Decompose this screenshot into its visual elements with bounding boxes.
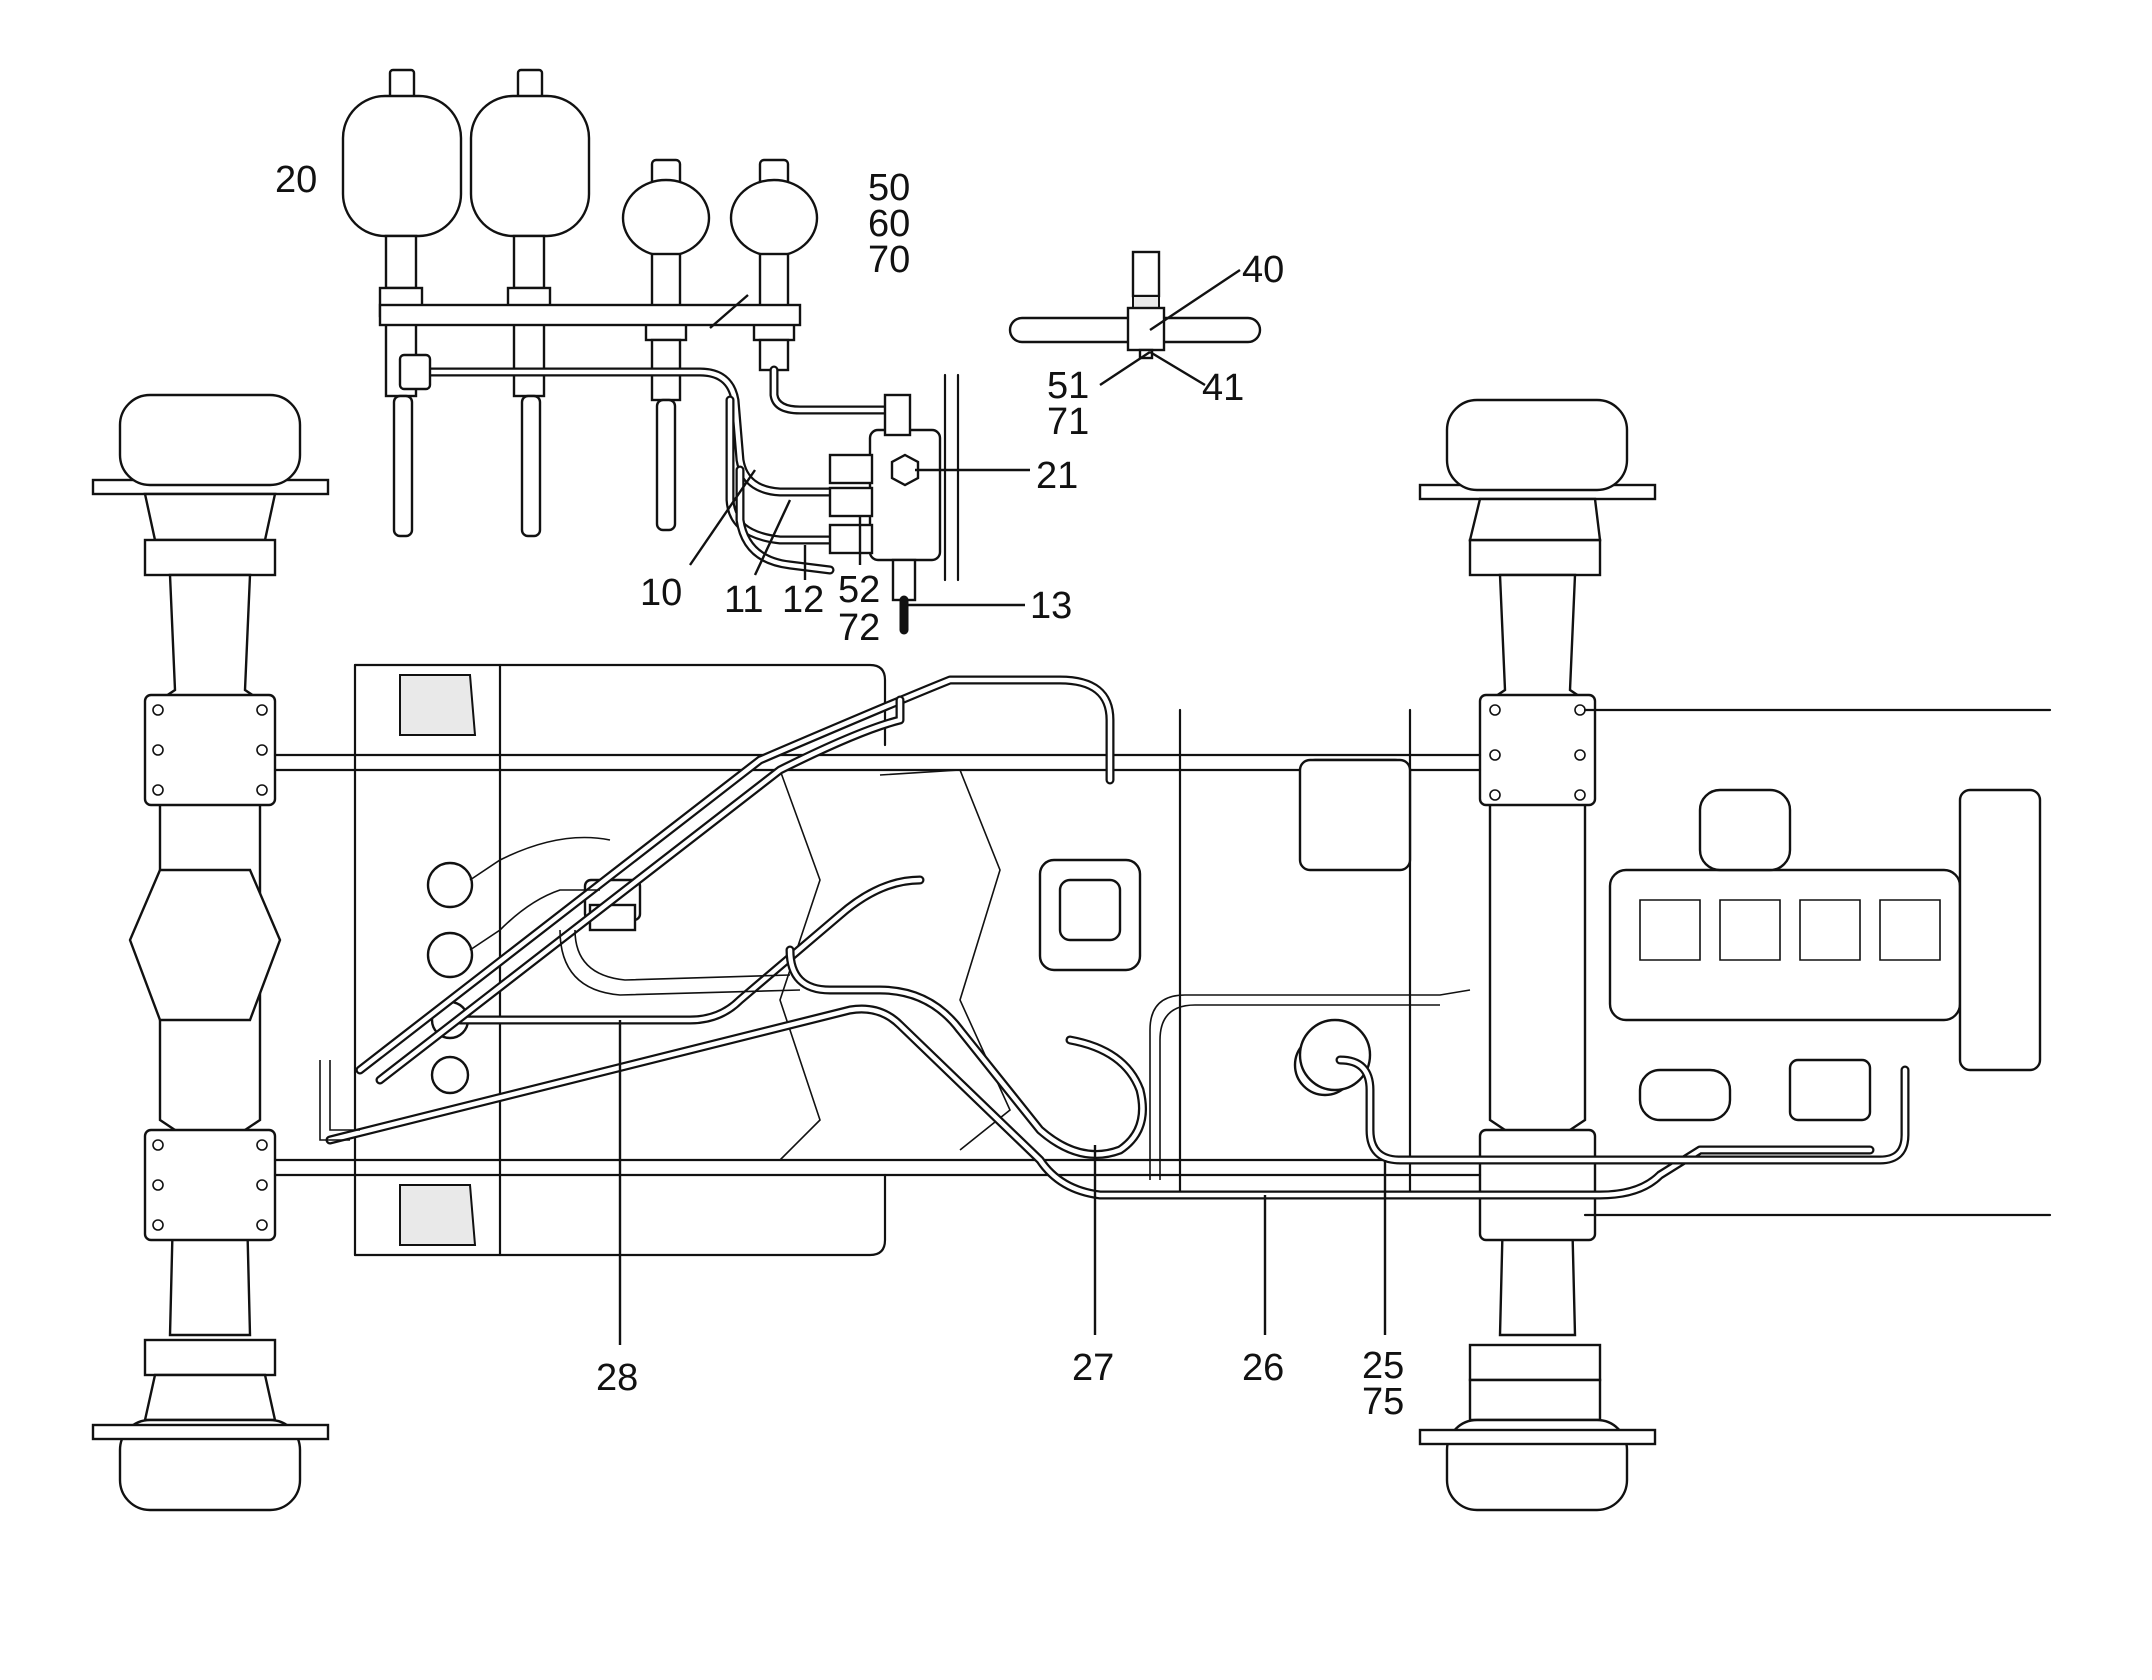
callout-71: 71 [1047, 401, 1089, 443]
mounting-bracket [378, 303, 802, 327]
valve-block [828, 373, 960, 635]
callout-26: 26 [1242, 1347, 1284, 1389]
accumulator-small-2 [729, 158, 819, 372]
callout-41: 41 [1202, 367, 1244, 409]
callout-60: 60 [868, 203, 910, 245]
callout-40: 40 [1242, 249, 1284, 291]
accumulator-small-1 [621, 158, 711, 532]
callout-12: 12 [782, 579, 824, 621]
front-axle [91, 393, 330, 1512]
callout-20: 20 [275, 159, 317, 201]
callout-25: 25 [1362, 1345, 1404, 1387]
callout-70: 70 [868, 239, 910, 281]
engine [1608, 788, 2042, 1122]
callout-11: 11 [724, 579, 763, 621]
callout-52: 52 [838, 569, 880, 611]
center-components [1038, 758, 1412, 1092]
callout-51: 51 [1047, 365, 1089, 407]
callout-21: 21 [1036, 455, 1078, 497]
callout-13: 13 [1030, 585, 1072, 627]
callout-75: 75 [1362, 1381, 1404, 1423]
leader-lines [618, 269, 1387, 1345]
accumulator-large-2 [469, 68, 591, 538]
callout-27: 27 [1072, 1347, 1114, 1389]
callout-72: 72 [838, 607, 880, 649]
callout-labels: 20 50 60 70 40 41 51 71 21 10 11 12 52 7… [275, 159, 1404, 1423]
callout-10: 10 [640, 572, 682, 614]
callout-28: 28 [596, 1357, 638, 1399]
accumulator-large-1 [341, 68, 463, 538]
hydraulic-lines [319, 675, 1910, 1200]
rear-axle [1418, 398, 1657, 1512]
accumulator-bank [341, 68, 900, 575]
callout-50: 50 [868, 167, 910, 209]
pressure-switch-assembly [1008, 250, 1262, 360]
